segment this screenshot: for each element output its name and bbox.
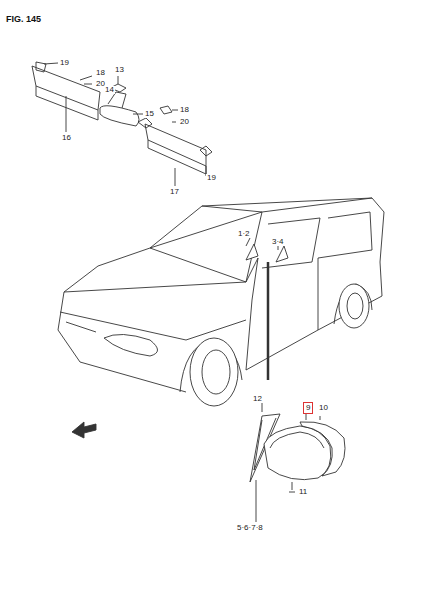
- callout-number: 13: [114, 66, 125, 74]
- callout-number: 18: [179, 106, 190, 114]
- callout-number: 9: [306, 403, 310, 412]
- callout-number: 19: [206, 174, 217, 182]
- callout-number: 10: [318, 404, 329, 412]
- figure-title: FIG. 145: [6, 14, 41, 24]
- callout-number: 18: [95, 69, 106, 77]
- boxed-callout: 9: [303, 402, 313, 414]
- callout-number: 15: [144, 110, 155, 118]
- callout-number: 17: [169, 188, 180, 196]
- callout-number: 14: [104, 86, 115, 94]
- callout-number: 20: [179, 118, 190, 126]
- callout-number: 3·4: [271, 238, 285, 246]
- callout-number: 19: [59, 59, 70, 67]
- callout-number: 5·6·7·8: [236, 524, 264, 532]
- callout-number: 16: [61, 134, 72, 142]
- callout-number: 1·2: [237, 230, 251, 238]
- callout-number: 12: [252, 395, 263, 403]
- callout-number: 11: [298, 488, 308, 496]
